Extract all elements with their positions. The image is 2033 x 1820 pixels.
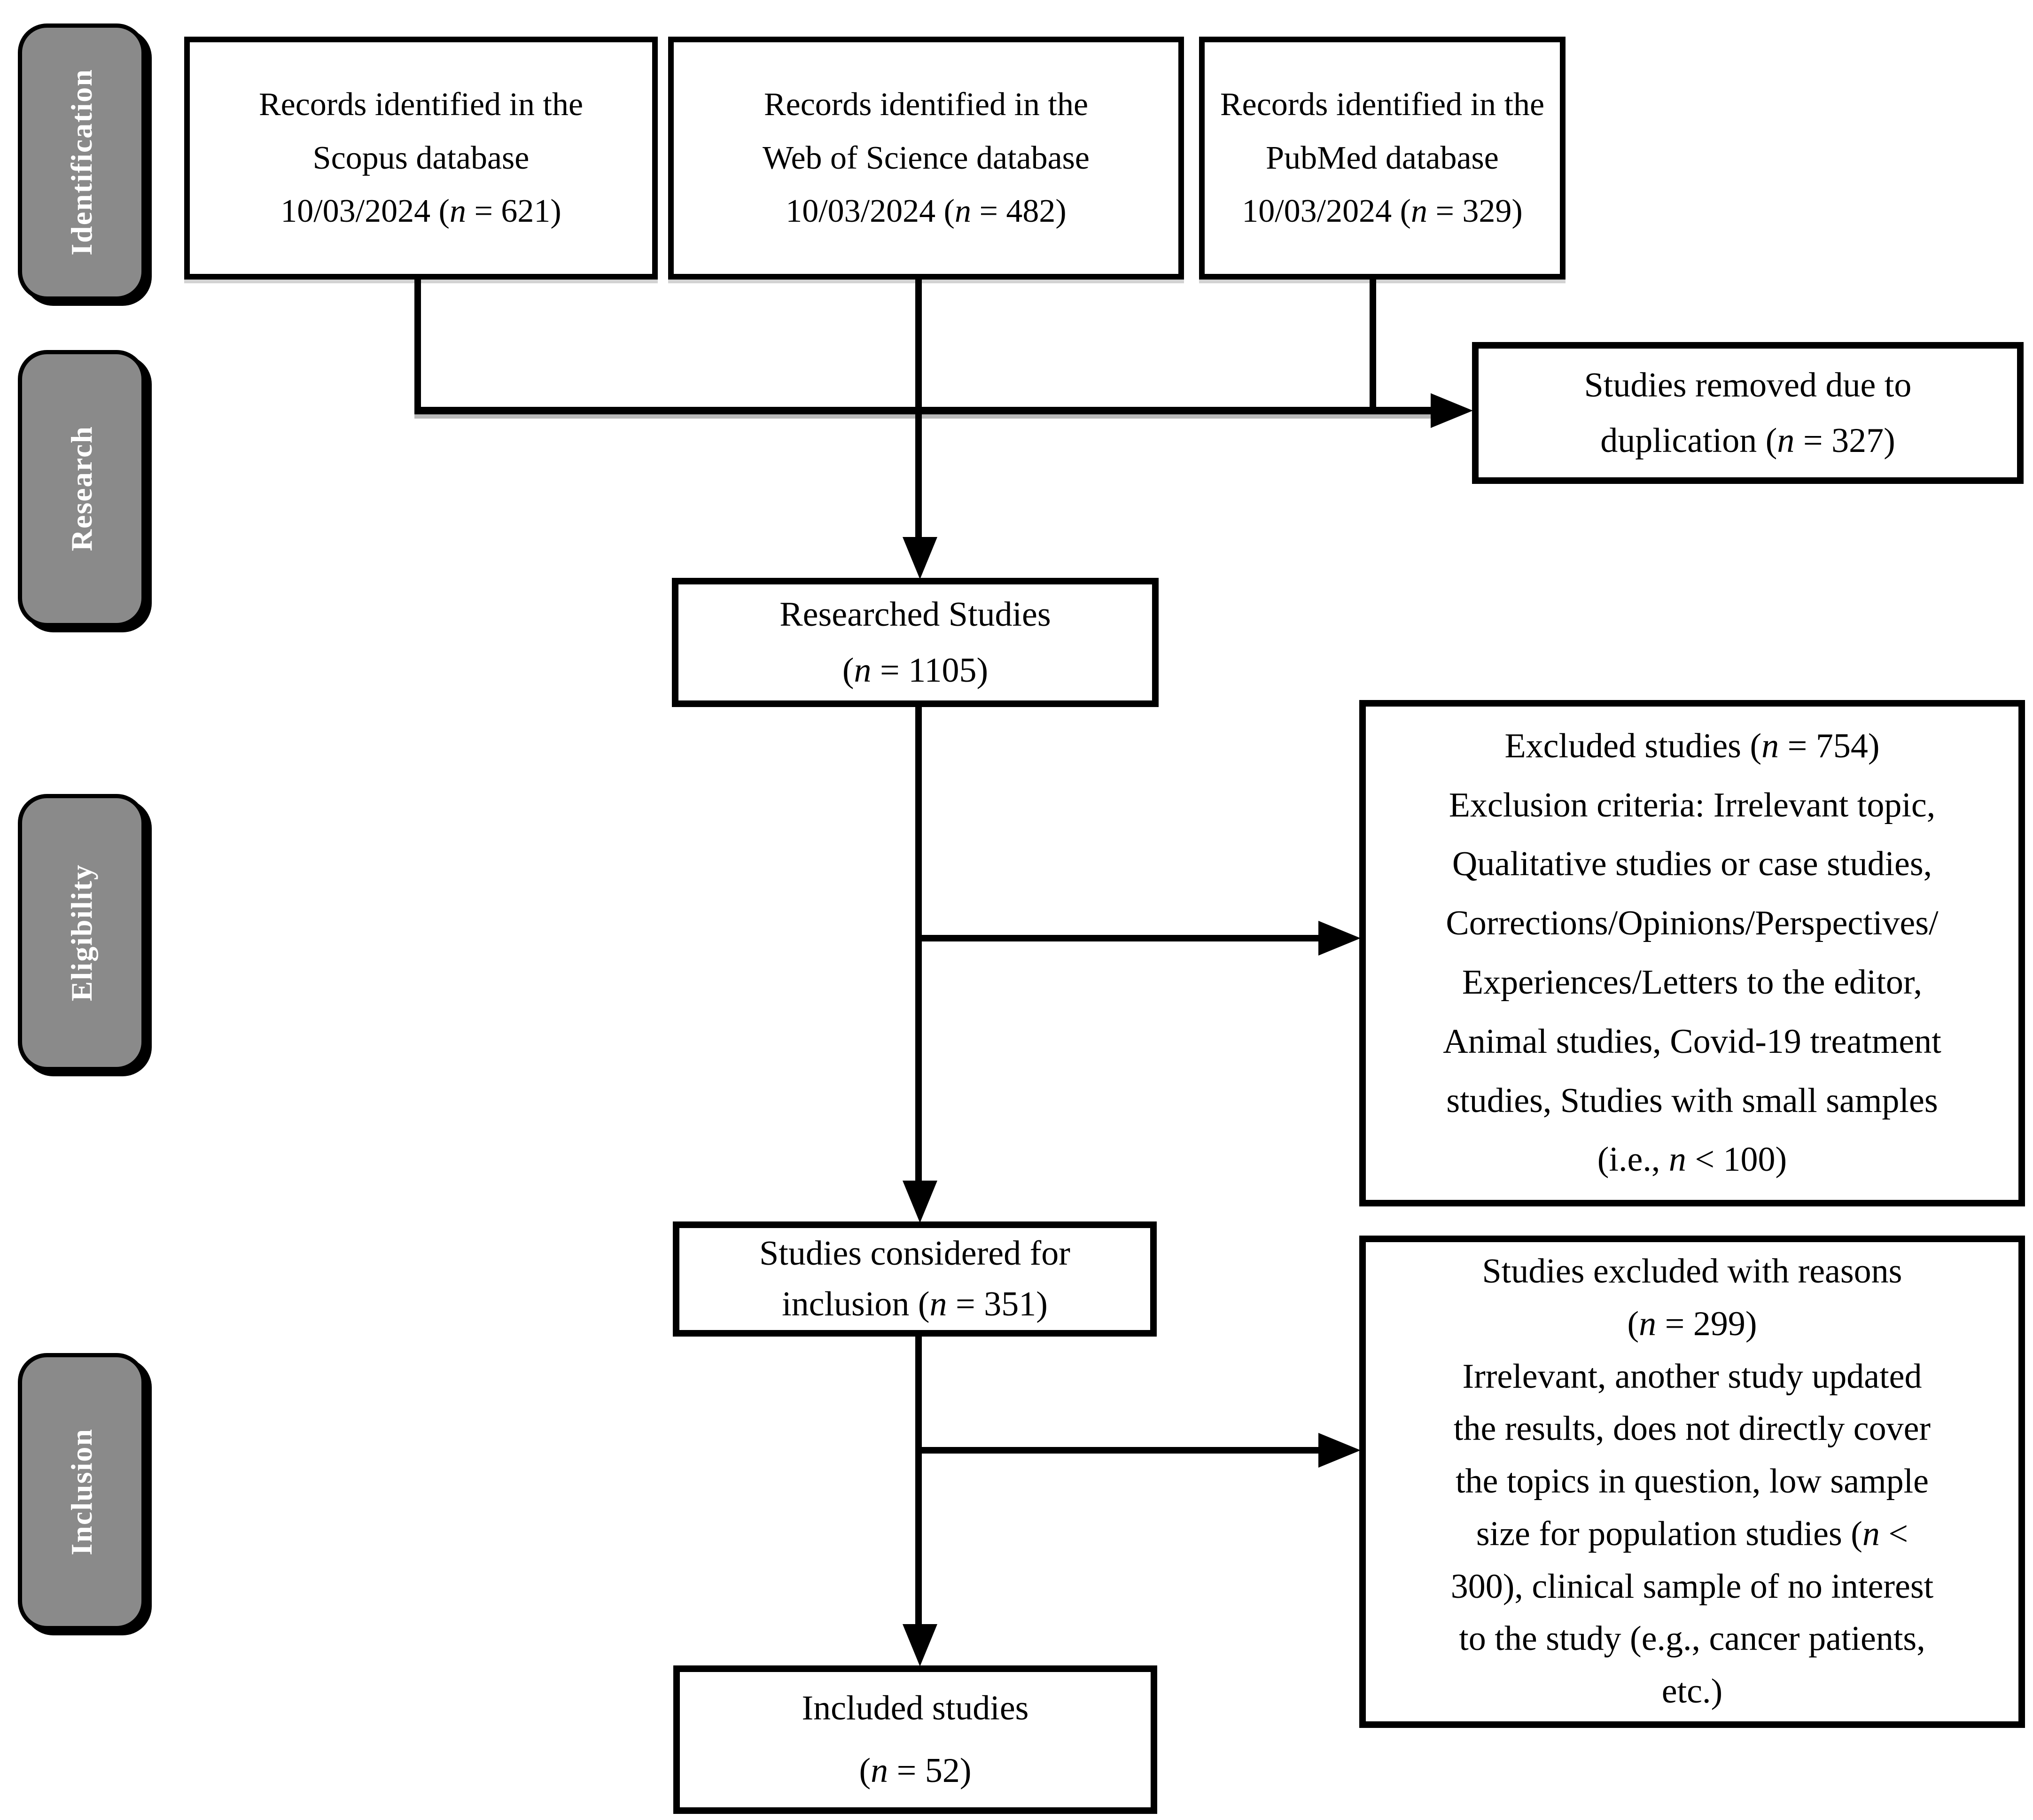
box-excluded-studies: Excluded studies (n = 754)Exclusion crit… xyxy=(1359,700,2025,1206)
arrow-into-considered-box xyxy=(903,1181,937,1223)
stage-identification-label: Identification xyxy=(65,69,98,256)
connector-pubmed-down-stub xyxy=(1370,279,1376,413)
box-excluded-studies-text: Excluded studies (n = 754)Exclusion crit… xyxy=(1443,726,1941,1179)
box-included-studies-text: Included studies(n = 52) xyxy=(802,1688,1029,1790)
box-researched-studies-text: Researched Studies(n = 1105) xyxy=(779,595,1051,690)
stage-research-label: Research xyxy=(65,426,98,552)
box-excluded-with-reasons-text: Studies excluded with reasons(n = 299)Ir… xyxy=(1450,1252,1934,1711)
arrow-into-duplication-box xyxy=(1431,393,1473,428)
arrow-into-excluded-with-reasons xyxy=(1318,1433,1361,1468)
box-included-studies: Included studies(n = 52) xyxy=(673,1665,1157,1814)
arrow-into-included-box xyxy=(903,1624,937,1666)
stage-eligibility: Eligibility xyxy=(18,794,146,1071)
connector-branch-to-excluded-studies xyxy=(915,935,1319,941)
connector-merge-horizontal-line xyxy=(414,407,1431,414)
stage-inclusion: Inclusion xyxy=(18,1353,146,1630)
stage-inclusion-label: Inclusion xyxy=(65,1428,98,1556)
box-excluded-with-reasons: Studies excluded with reasons(n = 299)Ir… xyxy=(1359,1236,2025,1728)
connector-researched-to-considered xyxy=(915,706,922,1182)
stage-eligibility-label: Eligibility xyxy=(65,863,98,1002)
connector-considered-to-included xyxy=(915,1336,922,1625)
arrow-into-researched-studies xyxy=(903,537,937,579)
connector-to-researched-studies xyxy=(915,279,922,538)
arrow-into-excluded-studies xyxy=(1318,921,1361,956)
box-researched-studies: Researched Studies(n = 1105) xyxy=(672,578,1159,707)
connector-scopus-down-stub xyxy=(414,279,421,413)
connector-branch-to-excluded-with-reasons xyxy=(915,1447,1319,1454)
stage-identification: Identification xyxy=(18,23,146,301)
stage-research: Research xyxy=(18,350,146,627)
